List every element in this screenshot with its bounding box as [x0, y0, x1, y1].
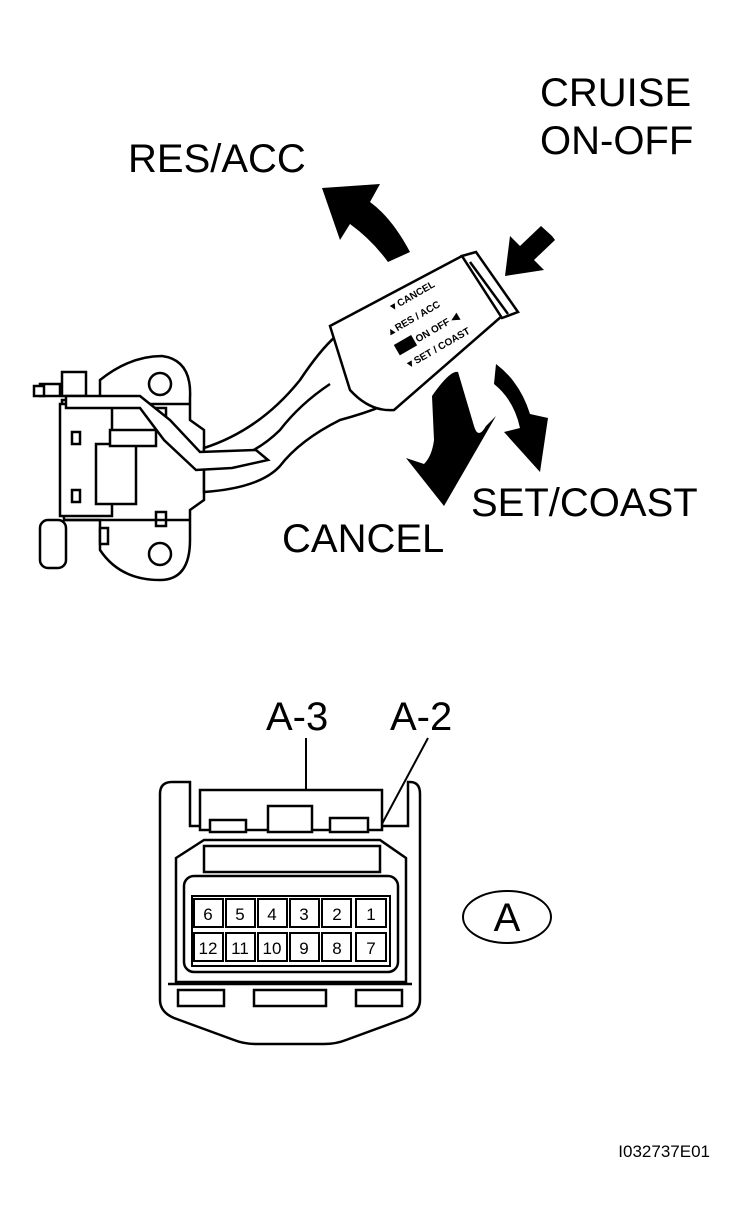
pin-3: 3 — [299, 905, 308, 924]
cancel-arrow — [406, 371, 496, 506]
callout-a3: A-3 — [266, 695, 328, 739]
pin-4: 4 — [267, 905, 276, 924]
pin-2: 2 — [332, 905, 341, 924]
cancel-label: CANCEL — [282, 517, 444, 561]
pin-5: 5 — [235, 905, 244, 924]
res-acc-arrow — [322, 184, 410, 262]
figure-code: I032737E01 — [618, 1142, 710, 1161]
set-coast-label: SET/COAST — [471, 481, 698, 525]
pin-9: 9 — [299, 939, 308, 958]
callout-a2: A-2 — [390, 695, 452, 739]
pin-12: 12 — [199, 939, 218, 958]
cruise-lever — [64, 250, 520, 494]
pin-7: 7 — [366, 939, 375, 958]
cruise-push-arrow — [505, 226, 555, 276]
pin-6: 6 — [203, 905, 212, 924]
connector-id-label: A — [494, 896, 521, 940]
pin-grid — [191, 895, 391, 967]
set-coast-arrow — [494, 364, 548, 472]
pin-8: 8 — [332, 939, 341, 958]
res-acc-label: RES/ACC — [128, 137, 306, 181]
connector-id-ellipse — [462, 890, 552, 944]
pin-11: 11 — [231, 939, 249, 958]
switch-bracket — [32, 354, 206, 582]
cruise-label-line1: CRUISE — [540, 71, 691, 115]
pin-1: 1 — [366, 905, 375, 924]
cruise-label-line2: ON-OFF — [540, 119, 693, 163]
pin-10: 10 — [263, 939, 282, 958]
